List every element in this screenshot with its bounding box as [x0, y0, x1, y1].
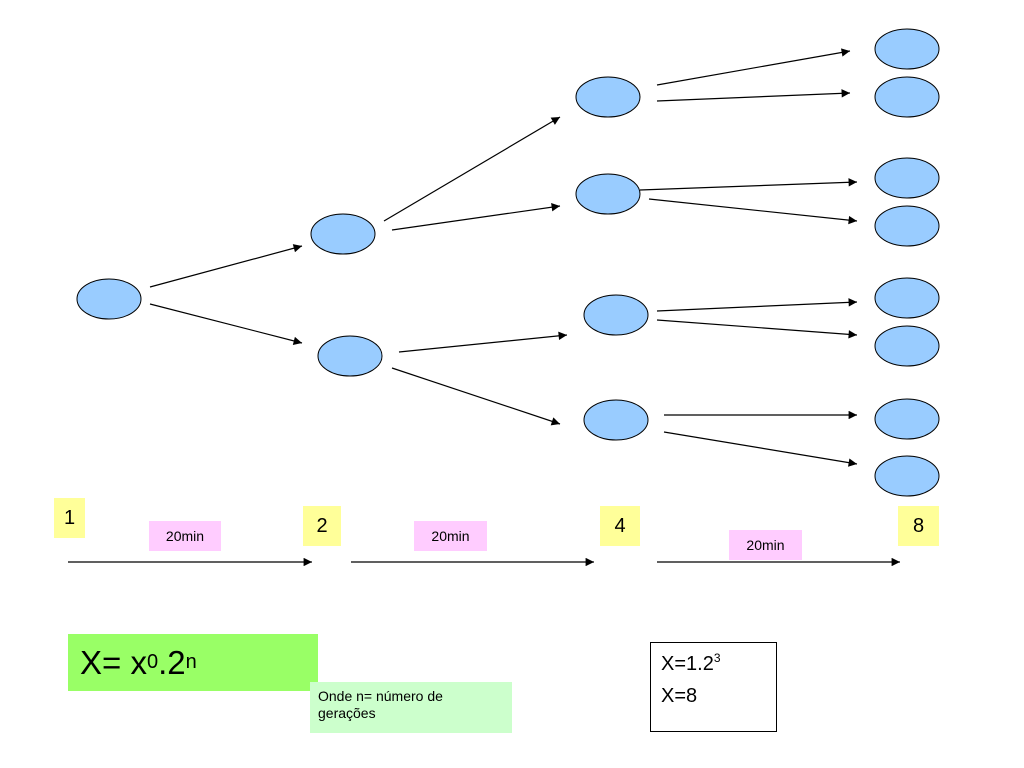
count-label: 4 [600, 506, 640, 546]
division-arrow [391, 367, 561, 426]
interval-label: 20min [729, 530, 802, 560]
division-arrow [639, 178, 858, 191]
cell-gen2 [317, 335, 383, 377]
division-arrow [656, 89, 851, 102]
division-arrow [391, 203, 561, 231]
calc-base: X=1.2 [661, 653, 714, 675]
cell-gen4 [874, 205, 940, 247]
division-arrow [149, 303, 303, 345]
cell-gen4 [874, 277, 940, 319]
division-arrow [656, 319, 858, 339]
interval-label: 20min [149, 521, 221, 551]
formula-exponent: n [185, 651, 197, 673]
cell-gen4 [874, 157, 940, 199]
formula-mid: .2 [158, 643, 186, 681]
formula-lhs: X= x [80, 643, 147, 681]
division-arrow [383, 116, 561, 222]
calc-line-2: X=8 [661, 685, 698, 707]
interval-label: 20min [414, 521, 487, 551]
calculation-box: X=1.23 X=8 [650, 642, 777, 732]
cell-gen3 [583, 294, 649, 336]
division-arrow [656, 298, 858, 312]
division-arrow [398, 331, 568, 353]
formula-note: Onde n= número de gerações [310, 682, 512, 733]
calc-exponent: 3 [713, 651, 721, 665]
cell-gen4 [874, 28, 940, 70]
cell-gen3 [575, 173, 641, 215]
cell-gen3 [575, 76, 641, 118]
cell-gen1 [76, 278, 142, 320]
cell-gen4 [874, 398, 940, 440]
cell-gen3 [583, 399, 649, 441]
cell-gen4 [874, 76, 940, 118]
count-label: 8 [898, 506, 939, 546]
division-arrow [656, 48, 851, 86]
formula-subscript: 0 [146, 651, 159, 673]
division-arrow [663, 431, 858, 467]
count-label: 1 [54, 498, 85, 538]
division-arrow [149, 244, 303, 288]
count-label: 2 [303, 506, 341, 546]
cell-gen4 [874, 325, 940, 367]
division-arrow [648, 198, 858, 225]
cell-gen2 [310, 213, 376, 255]
calc-line-1: X=1.23 [661, 651, 766, 685]
cell-gen4 [874, 455, 940, 497]
